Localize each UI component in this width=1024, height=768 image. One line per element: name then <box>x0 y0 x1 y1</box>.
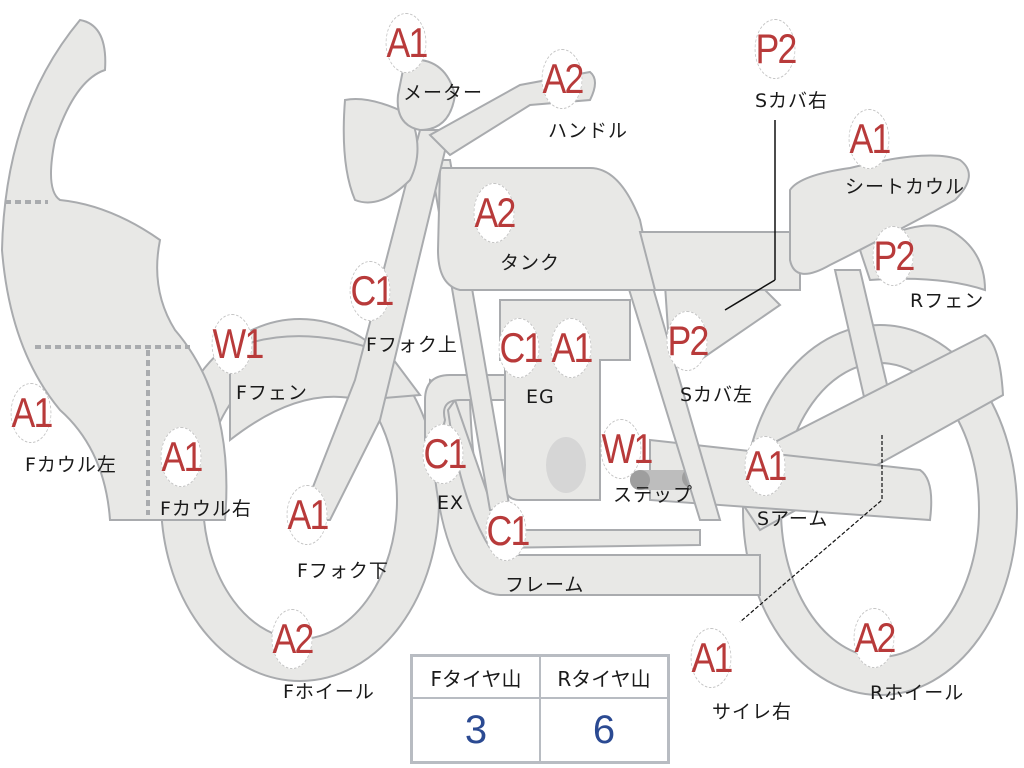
headlight <box>342 98 419 204</box>
label-handlebar: ハンドル <box>548 120 629 142</box>
badge-front-fork-upper: C1 <box>349 261 394 321</box>
badge-front-cowl-left: A1 <box>10 383 53 443</box>
badge-side-cover-left: P2 <box>666 311 709 371</box>
label-meter: メーター <box>403 82 484 104</box>
badge-swing-arm: A1 <box>744 436 787 496</box>
badge-front-fork-lower: A1 <box>286 485 329 545</box>
label-front-cowl-left: Fカウル左 <box>25 454 117 476</box>
badge-rear-fender: P2 <box>872 226 915 286</box>
label-front-cowl-right: Fカウル右 <box>160 498 252 520</box>
label-step: ステップ <box>613 484 694 506</box>
badge-step: W1 <box>600 419 653 479</box>
badge-frame: C1 <box>485 501 530 561</box>
label-front-fork-lower: Fフォク下 <box>297 560 389 582</box>
label-seat-cowl: シートカウル <box>845 176 966 198</box>
label-swing-arm: Sアーム <box>757 508 829 530</box>
rear-tire-header: Rタイヤ山 <box>539 654 670 699</box>
badge-engine-a1: A1 <box>550 318 593 378</box>
badge-exhaust: C1 <box>422 424 467 484</box>
front-tire-value: 3 <box>410 697 541 764</box>
badge-seat-cowl: A1 <box>848 109 891 169</box>
label-side-cover-left: Sカバ左 <box>680 384 754 406</box>
label-side-cover-right: Sカバ右 <box>755 90 829 112</box>
badge-side-cover-right: P2 <box>754 19 797 79</box>
badge-handlebar: A2 <box>541 49 584 109</box>
rear-tire-value: 6 <box>539 697 670 764</box>
badge-front-fender: W1 <box>211 314 264 374</box>
badge-front-wheel: A2 <box>271 609 314 669</box>
engine-case <box>546 437 586 493</box>
badge-meter: A1 <box>385 13 428 73</box>
seat-cowl <box>789 154 970 275</box>
seat <box>638 231 801 291</box>
label-exhaust: EX <box>437 492 465 514</box>
label-tank: タンク <box>500 252 561 274</box>
front-cowl <box>0 18 228 521</box>
badge-rear-wheel: A2 <box>853 608 896 668</box>
tire-tread-table: Fタイヤ山 Rタイヤ山 3 6 <box>410 654 670 764</box>
label-rear-wheel: Rホイール <box>870 682 965 704</box>
front-tire-header: Fタイヤ山 <box>410 654 541 699</box>
badge-tank: A2 <box>473 183 516 243</box>
leader-line-s-cover-right <box>724 120 776 311</box>
badge-front-cowl-right: A1 <box>160 427 203 487</box>
chain-guard <box>649 438 933 522</box>
label-silencer-right: サイレ右 <box>712 701 793 723</box>
badge-silencer-right: A1 <box>690 628 733 688</box>
meter <box>396 58 457 132</box>
label-rear-fender: Rフェン <box>910 290 985 312</box>
label-front-fork-upper: Fフォク上 <box>366 334 458 356</box>
label-front-wheel: Fホイール <box>283 681 375 703</box>
label-frame: フレーム <box>505 574 585 596</box>
badge-engine-c1: C1 <box>498 318 543 378</box>
leader-line-silencer <box>739 435 883 623</box>
label-front-fender: Fフェン <box>236 382 308 404</box>
label-engine: EG <box>526 386 555 408</box>
